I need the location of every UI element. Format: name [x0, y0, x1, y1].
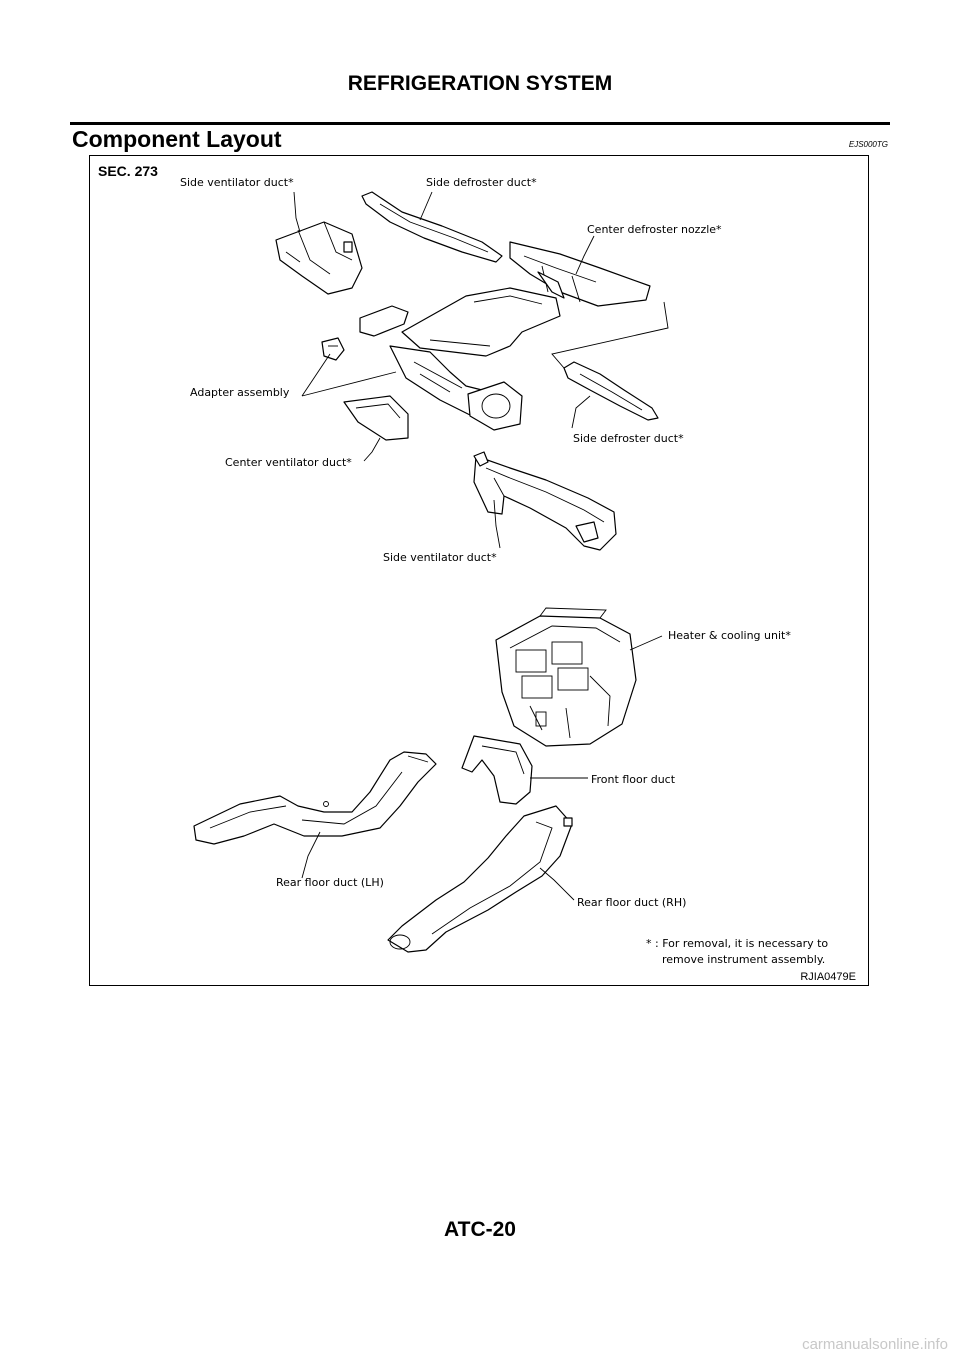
page-header: REFRIGERATION SYSTEM	[347, 72, 613, 95]
section-title: Component Layout	[72, 126, 282, 152]
watermark: carmanualsonline.info	[802, 1336, 948, 1353]
center-ducting-part	[359, 287, 561, 431]
center-defroster-nozzle-part	[509, 241, 651, 307]
heater-cooling-unit-part	[495, 607, 637, 747]
side-ventilator-duct-upper-part	[275, 221, 363, 295]
label-center-defroster-nozzle: Center defroster nozzle*	[587, 223, 722, 236]
label-side-ventilator-duct-lower: Side ventilator duct*	[383, 551, 497, 564]
side-defroster-duct-lower-part	[563, 361, 659, 421]
label-rear-floor-duct-lh: Rear floor duct (LH)	[276, 876, 384, 889]
rear-floor-duct-lh-part	[193, 751, 437, 845]
label-side-ventilator-duct-upper: Side ventilator duct*	[180, 176, 294, 189]
adapter-assembly-part	[321, 337, 345, 361]
header-rule	[70, 122, 890, 125]
sec-label: SEC. 273	[98, 163, 158, 179]
rear-floor-duct-rh-part	[387, 805, 573, 953]
figure-id: RJIA0479E	[800, 971, 856, 983]
figure-illustration: SEC. 273	[98, 163, 856, 983]
label-front-floor-duct: Front floor duct	[591, 773, 676, 786]
label-rear-floor-duct-rh: Rear floor duct (RH)	[577, 896, 686, 909]
page-number: ATC-20	[444, 1218, 516, 1241]
side-defroster-duct-upper-part	[361, 191, 503, 263]
front-floor-duct-part	[461, 735, 533, 805]
component-layout-figure: SEC. 273	[89, 155, 869, 986]
section-code: EJS000TG	[848, 140, 888, 149]
label-side-defroster-duct-upper: Side defroster duct*	[426, 176, 537, 189]
label-center-ventilator-duct: Center ventilator duct*	[225, 456, 352, 469]
leader-lines	[293, 191, 669, 901]
label-heater-cooling-unit: Heater & cooling unit*	[668, 629, 791, 642]
label-adapter-assembly: Adapter assembly	[190, 386, 290, 399]
center-ventilator-duct-part	[343, 395, 409, 441]
label-side-defroster-duct-lower: Side defroster duct*	[573, 432, 684, 445]
footnote-line-2: remove instrument assembly.	[662, 953, 825, 966]
side-ventilator-duct-lower-part	[473, 451, 617, 551]
footnote-line-1: * : For removal, it is necessary to	[646, 937, 828, 950]
